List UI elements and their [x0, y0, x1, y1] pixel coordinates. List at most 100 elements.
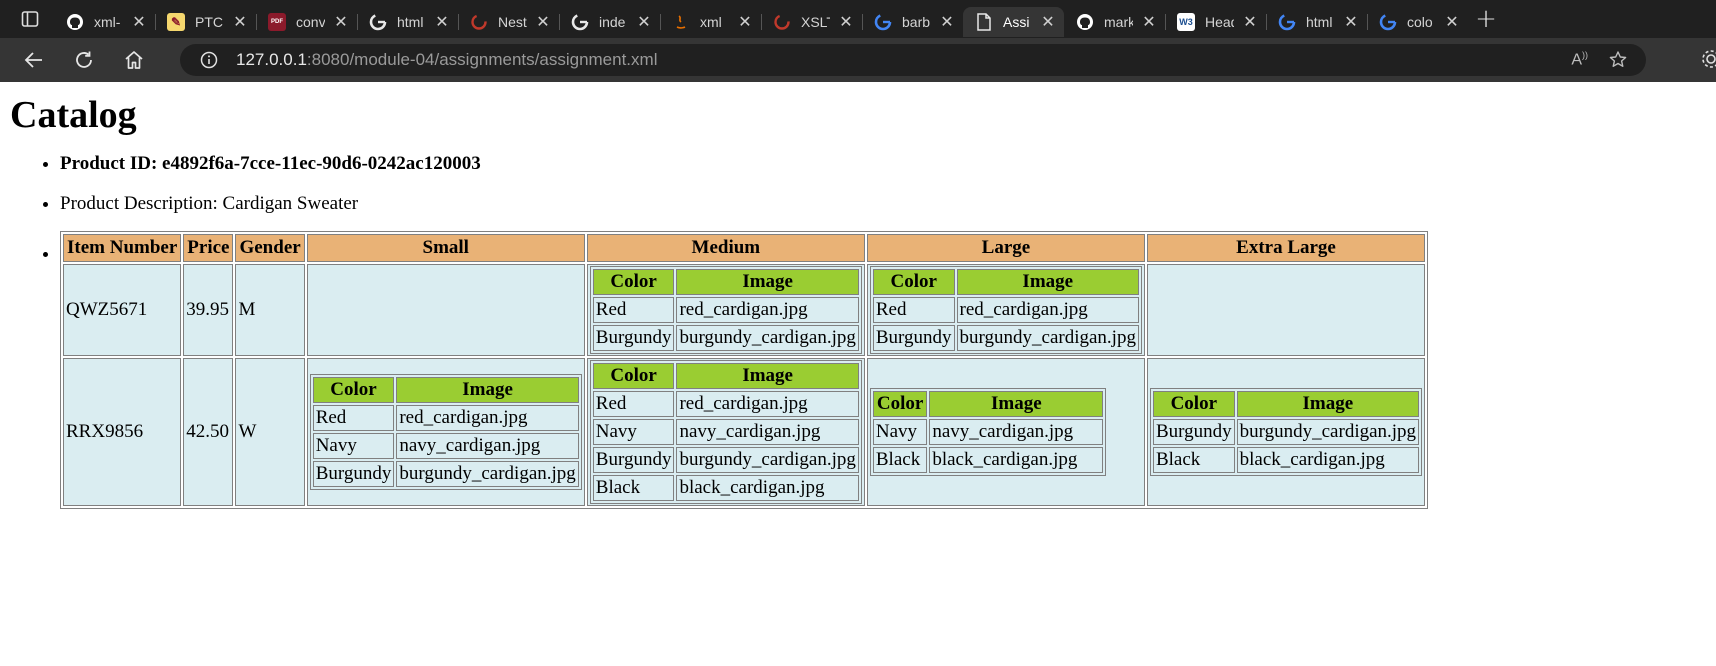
home-button[interactable]: [114, 40, 154, 80]
browser-tab[interactable]: PDF conv ✕: [256, 7, 357, 37]
tab-title: html: [1306, 14, 1333, 30]
image-cell: navy_cardigan.jpg: [676, 419, 859, 445]
tab-actions-button[interactable]: [12, 0, 48, 38]
browser-tab[interactable]: barb✕: [862, 7, 963, 37]
window-icon: [21, 11, 39, 27]
color-cell: Black: [592, 475, 675, 501]
item-number-cell: RRX9856: [63, 358, 182, 506]
color-cell: Burgundy: [1152, 419, 1235, 445]
tab-title: Head: [1205, 14, 1234, 30]
close-tab-icon[interactable]: ✕: [233, 14, 247, 31]
close-tab-icon[interactable]: ✕: [839, 14, 853, 31]
tab-title: Assi: [1003, 14, 1030, 30]
google-icon: [571, 13, 589, 31]
back-arrow-icon: [24, 52, 42, 68]
pdf-icon: PDF: [268, 13, 286, 31]
browser-tab[interactable]: html✕: [357, 7, 458, 37]
browser-tab[interactable]: xml ✕: [660, 7, 761, 37]
browser-tab[interactable]: XSLT ✕: [761, 7, 862, 37]
close-tab-icon[interactable]: ✕: [132, 14, 146, 31]
close-tab-icon[interactable]: ✕: [435, 14, 449, 31]
close-tab-icon[interactable]: ✕: [1344, 14, 1358, 31]
color-cell: Red: [872, 297, 955, 323]
browser-tab[interactable]: Nest✕: [458, 7, 559, 37]
page-title: Catalog: [10, 94, 137, 136]
url-path: :8080/module-04/assignments/assignment.x…: [306, 50, 658, 69]
browser-tab[interactable]: colo✕: [1367, 7, 1468, 37]
extensions-gear-icon[interactable]: [1700, 48, 1716, 70]
tab-title: inde: [599, 14, 626, 30]
close-tab-icon[interactable]: ✕: [1041, 14, 1055, 31]
browser-tab[interactable]: ✎PTC✕: [155, 7, 256, 37]
tab-title: conv: [296, 14, 325, 30]
image-cell: black_cardigan.jpg: [676, 475, 859, 501]
read-aloud-icon[interactable]: A)): [1571, 50, 1588, 69]
color-cell: Black: [1152, 447, 1235, 473]
favorite-star-icon[interactable]: [1608, 50, 1628, 70]
address-bar[interactable]: 127.0.0.1:8080/module-04/assignments/ass…: [180, 44, 1646, 76]
header-price: Price: [183, 234, 234, 262]
color-cell: Red: [312, 405, 395, 431]
reload-button[interactable]: [64, 40, 104, 80]
color-cell: Burgundy: [592, 325, 675, 351]
image-cell: red_cardigan.jpg: [956, 297, 1139, 323]
product-id: Product ID: e4892f6a-7cce-11ec-90d6-0242…: [60, 153, 1716, 175]
w3-icon: W3: [1177, 13, 1195, 31]
close-tab-icon[interactable]: ✕: [637, 14, 651, 31]
xslt-icon: [773, 13, 791, 31]
back-button[interactable]: [14, 40, 54, 80]
color-cell: Burgundy: [312, 461, 395, 487]
browser-tab[interactable]: inde ✕: [559, 7, 660, 37]
browser-tab[interactable]: Assi ✕: [963, 7, 1064, 37]
new-tab-button[interactable]: +: [1475, 4, 1497, 34]
url-text: 127.0.0.1:8080/module-04/assignments/ass…: [236, 50, 657, 70]
browser-tab[interactable]: html ✕: [1266, 7, 1367, 37]
ptc-icon: ✎: [167, 13, 185, 31]
browser-tab[interactable]: W3 Head ✕: [1165, 7, 1266, 37]
tab-title: XSLT: [801, 14, 830, 30]
table-header-row: Item Number Price Gender Small Medium La…: [63, 234, 1426, 262]
header-item-number: Item Number: [63, 234, 182, 262]
site-info-icon[interactable]: [200, 51, 218, 69]
header-gender: Gender: [235, 234, 305, 262]
image-cell: black_cardigan.jpg: [1236, 447, 1420, 473]
close-tab-icon[interactable]: ✕: [940, 14, 954, 31]
address-bar-actions: A)): [1571, 50, 1628, 70]
inner-header-image: Image: [676, 363, 859, 389]
size-xl-cell: [1146, 264, 1426, 356]
browser-tab[interactable]: mark✕: [1064, 7, 1165, 37]
close-tab-icon[interactable]: ✕: [536, 14, 550, 31]
size-small-cell: [306, 264, 585, 356]
image-cell: red_cardigan.jpg: [676, 297, 859, 323]
color-cell: Burgundy: [872, 325, 955, 351]
home-icon: [125, 51, 143, 69]
header-medium: Medium: [586, 234, 865, 262]
close-tab-icon[interactable]: ✕: [738, 14, 752, 31]
browser-tab[interactable]: xml-✕: [54, 7, 155, 37]
close-tab-icon[interactable]: ✕: [1445, 14, 1459, 31]
tab-title: xml: [700, 14, 722, 30]
inner-header-image: Image: [396, 377, 579, 403]
close-tab-icon[interactable]: ✕: [334, 14, 348, 31]
github-icon: [66, 13, 84, 31]
product-table-item: Item Number Price Gender Small Medium La…: [60, 231, 1716, 509]
close-tab-icon[interactable]: ✕: [1243, 14, 1257, 31]
price-cell: 42.50: [183, 358, 234, 506]
close-tab-icon[interactable]: ✕: [1142, 14, 1156, 31]
